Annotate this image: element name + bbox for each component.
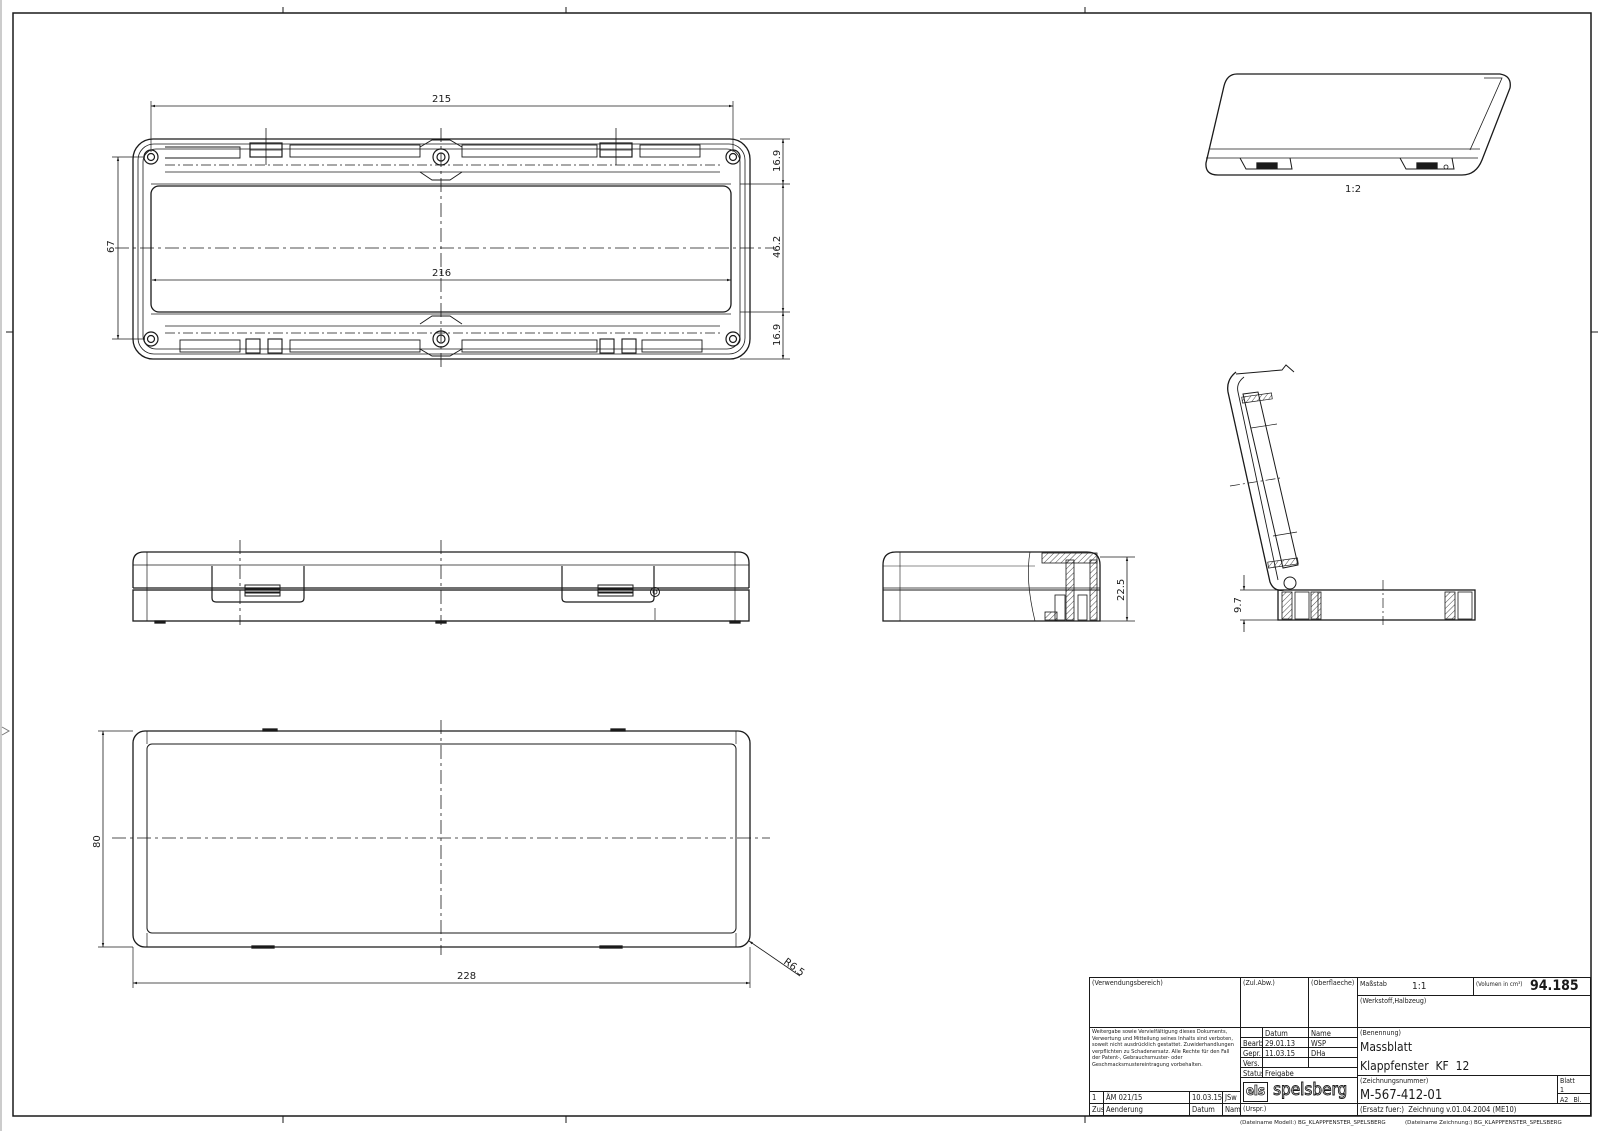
bearb-datum: 29.01.13 xyxy=(1263,1038,1309,1048)
dim-22-5: 22.5 xyxy=(1116,579,1127,601)
name-header: Name xyxy=(1309,1028,1358,1038)
company-logo: els spelsberg xyxy=(1241,1078,1358,1104)
zeichnungsnummer-field: (Zeichnungsnummer) M-567-412-01 xyxy=(1358,1076,1558,1104)
legal-notice: Weitergabe sowie Vervielfältigung dieses… xyxy=(1090,1028,1241,1092)
side-view xyxy=(882,551,1135,622)
zul-abw-field: (Zul.Abw.) xyxy=(1241,978,1309,1028)
front-view xyxy=(132,540,750,625)
top-view-dimension-labels: 215 216 67 16.9 46.2 16.9 xyxy=(106,94,783,346)
urspr-field: (Urspr.) xyxy=(1241,1104,1358,1115)
open-side-view xyxy=(1227,364,1476,632)
volumen-field: (Volumen in cm³) 94.185 xyxy=(1474,978,1590,996)
benennung-field: (Benennung) Massblatt Klappfenster KF 12 xyxy=(1358,1028,1590,1076)
dim-67: 67 xyxy=(106,240,117,253)
bearb-name: WSP xyxy=(1309,1038,1358,1048)
dim-228: 228 xyxy=(457,971,476,982)
datum-header: Datum xyxy=(1263,1028,1309,1038)
logo-text: spelsberg xyxy=(1273,1080,1348,1101)
title-line-1: Massblatt xyxy=(1360,1040,1413,1054)
blatt-value: 1 xyxy=(1560,1086,1565,1094)
massstab-value: 1:1 xyxy=(1412,981,1427,992)
gepr-name: DHa xyxy=(1309,1048,1358,1058)
ersatz-field: (Ersatz fuer:) Zeichnung v.01.04.2004 (M… xyxy=(1360,1105,1517,1114)
vers-name xyxy=(1309,1058,1358,1068)
date-header-spacer xyxy=(1241,1028,1263,1038)
dim-r6-5: R6.5 xyxy=(781,957,806,979)
rev-zust: 1 xyxy=(1090,1092,1104,1104)
vers-label: Vers. xyxy=(1241,1058,1263,1068)
dim-46-2: 46.2 xyxy=(772,236,783,258)
rev-datum: 10.03.15 xyxy=(1190,1092,1223,1104)
werkstoff-field: (Werkstoff,Halbzeug) xyxy=(1358,996,1590,1028)
verwendungsbereich-field: (Verwendungsbereich) xyxy=(1090,978,1241,1028)
bearb-label: Bearb. xyxy=(1241,1038,1263,1048)
logo-mark: els xyxy=(1243,1082,1268,1102)
zeichnungsnummer-label: (Zeichnungsnummer) xyxy=(1360,1077,1429,1085)
drawing-number: M-567-412-01 xyxy=(1360,1088,1443,1103)
top-view xyxy=(112,101,790,370)
massstab-label: Maßstab xyxy=(1360,980,1387,988)
vers-datum xyxy=(1263,1058,1309,1068)
massstab-field: Maßstab 1:1 xyxy=(1358,978,1474,996)
rev-header-name: Name xyxy=(1225,1104,1241,1115)
status-label: Status xyxy=(1241,1068,1263,1078)
bottom-view xyxy=(98,720,801,988)
dim-16-9-lower: 16.9 xyxy=(772,324,783,346)
title-block: (Verwendungsbereich) (Zul.Abw.) (Oberfla… xyxy=(1089,977,1591,1116)
rev-aenderung: ÄM 021/15 xyxy=(1104,1092,1190,1104)
title-line-2: Klappfenster KF 12 xyxy=(1360,1059,1470,1073)
iso-view xyxy=(1205,73,1511,176)
bl-label: Bl. xyxy=(1573,1096,1582,1104)
benennung-label: (Benennung) xyxy=(1360,1029,1401,1037)
dateiname-zeichnung: (Dateiname Zeichnung:) BG_KLAPPFENSTER_S… xyxy=(1405,1120,1562,1126)
blatt-field: Blatt 1 xyxy=(1558,1076,1590,1094)
volumen-value: 94.185 xyxy=(1530,978,1579,994)
format-value: A2 xyxy=(1560,1096,1569,1104)
bottom-view-dimension-labels: 228 80 R6.5 xyxy=(92,835,806,982)
rev-name: JSw xyxy=(1223,1092,1241,1104)
iso-scale-label: 1:2 xyxy=(1345,184,1361,195)
gepr-label: Gepr. xyxy=(1241,1048,1263,1058)
dim-16-9-upper: 16.9 xyxy=(772,150,783,172)
volumen-label: (Volumen in cm³) xyxy=(1476,981,1523,988)
dateiname-modell: (Dateiname Modell:) BG_KLAPPFENSTER_SPEL… xyxy=(1240,1120,1386,1126)
dim-215: 215 xyxy=(432,94,451,105)
dim-216: 216 xyxy=(432,268,451,279)
rev-header-zust: Zust. xyxy=(1090,1104,1104,1115)
format-field: A2 Bl. xyxy=(1558,1094,1590,1104)
dim-80: 80 xyxy=(92,835,103,848)
blatt-label: Blatt xyxy=(1560,1077,1575,1085)
oberflaeche-field: (Oberflaeche) xyxy=(1309,978,1358,1028)
rev-header-datum: Datum xyxy=(1190,1104,1223,1115)
rev-header-aenderung: Aenderung xyxy=(1104,1104,1190,1115)
gepr-datum: 11.03.15 xyxy=(1263,1048,1309,1058)
dim-9-7: 9.7 xyxy=(1233,597,1244,613)
status-value: Freigabe xyxy=(1263,1068,1358,1078)
